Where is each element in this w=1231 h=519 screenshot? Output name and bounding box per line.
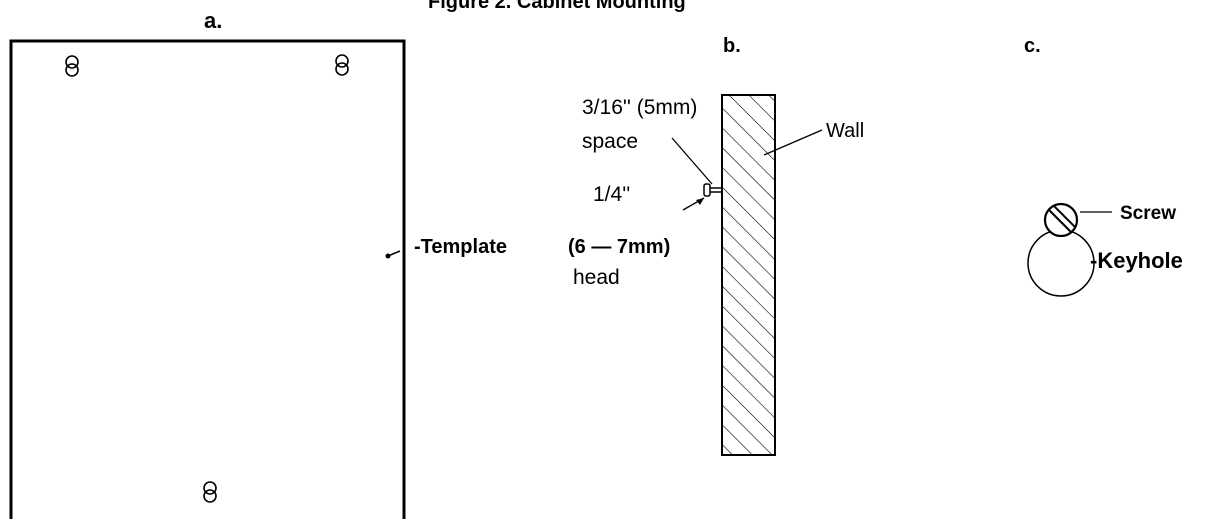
template-label: -Template (414, 236, 507, 258)
cabinet-template-outline (9, 39, 406, 519)
keyhole-shape (1027, 229, 1095, 297)
wall-label: Wall (826, 120, 864, 142)
panel-a-label: a. (204, 8, 222, 33)
panel-b-label: b. (723, 35, 741, 57)
screw-side-view (703, 183, 722, 197)
screw-head-icon (1043, 202, 1079, 238)
space-word-label: space (582, 130, 638, 153)
head-word-label: head (573, 266, 620, 289)
wall-section (721, 94, 776, 456)
head-leader-arrow (682, 197, 705, 211)
keyhole-mark-bottom (203, 481, 217, 503)
wall-leader-line (763, 129, 823, 156)
panel-c-label: c. (1024, 35, 1041, 57)
keyhole-mark-top-left (65, 55, 79, 77)
space-leader-line (671, 137, 713, 185)
head-metric-label: (6 — 7mm) (568, 236, 670, 258)
screw-label: Screw (1120, 203, 1176, 224)
head-size-label: 1/4'' (593, 183, 630, 206)
keyhole-label: -Keyhole (1090, 248, 1183, 273)
figure-title: Figure 2. Cabinet Mounting (428, 0, 686, 13)
space-dimension-label: 3/16'' (5mm) (582, 96, 697, 119)
keyhole-mark-top-right (335, 54, 349, 76)
